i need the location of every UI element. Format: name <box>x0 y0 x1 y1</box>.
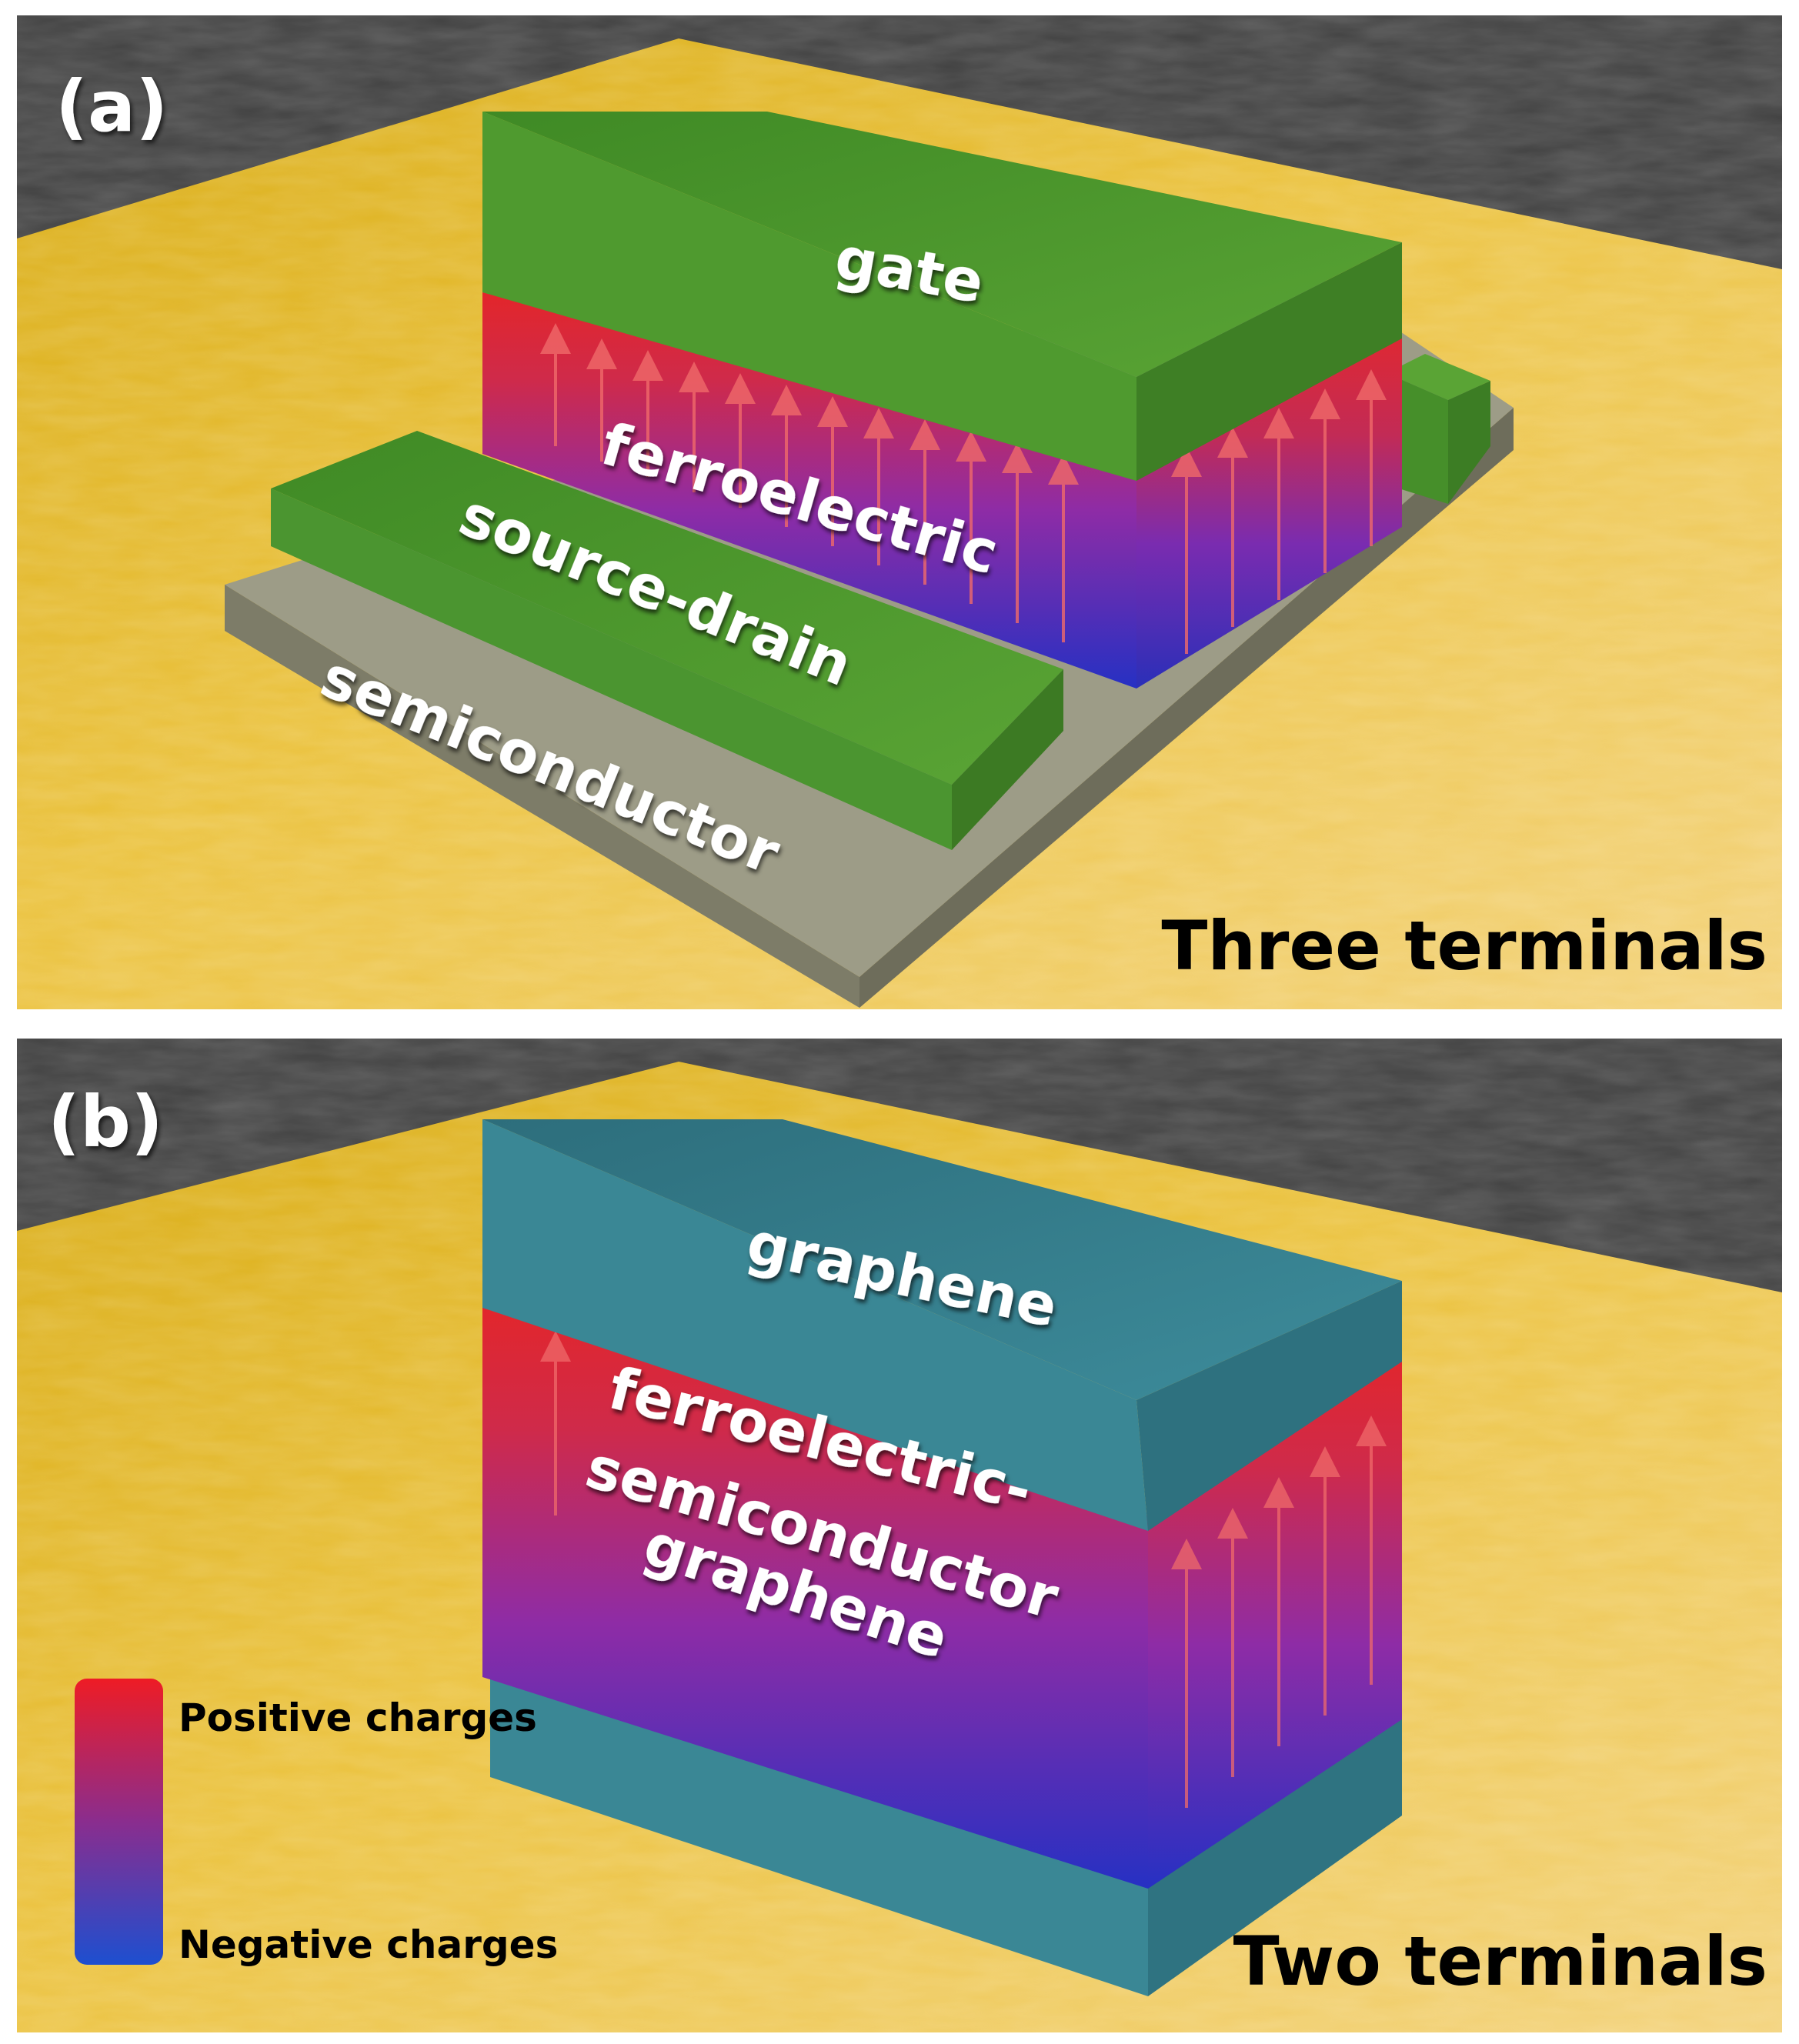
polarization-arrows <box>540 1331 1387 1808</box>
charge-colorbar <box>75 1679 163 1965</box>
panel-a: (a) gate ferroelectric source-drain semi… <box>17 15 1782 1009</box>
top-graphene-layer <box>482 1119 1402 1531</box>
panel-a-illustration: (a) gate ferroelectric source-drain semi… <box>17 15 1782 1009</box>
bottom-graphene-layer <box>490 1677 1402 1996</box>
panel-label: (a) <box>55 65 168 148</box>
source-drain-electrode <box>271 431 1063 850</box>
legend-negative-label: Negative charges <box>179 1922 558 1967</box>
gate-electrode <box>482 112 1402 481</box>
legend-positive-label: Positive charges <box>179 1696 537 1740</box>
polarization-arrows <box>540 323 1387 654</box>
panel-b: (b) graphene ferroelectric- semiconducto… <box>17 1039 1782 2032</box>
panel-label: (b) <box>48 1081 163 1163</box>
caption-three-terminals: Three terminals <box>1161 906 1767 985</box>
panel-b-illustration: (b) graphene ferroelectric- semiconducto… <box>17 1039 1782 2032</box>
caption-two-terminals: Two terminals <box>1233 1922 1767 2001</box>
